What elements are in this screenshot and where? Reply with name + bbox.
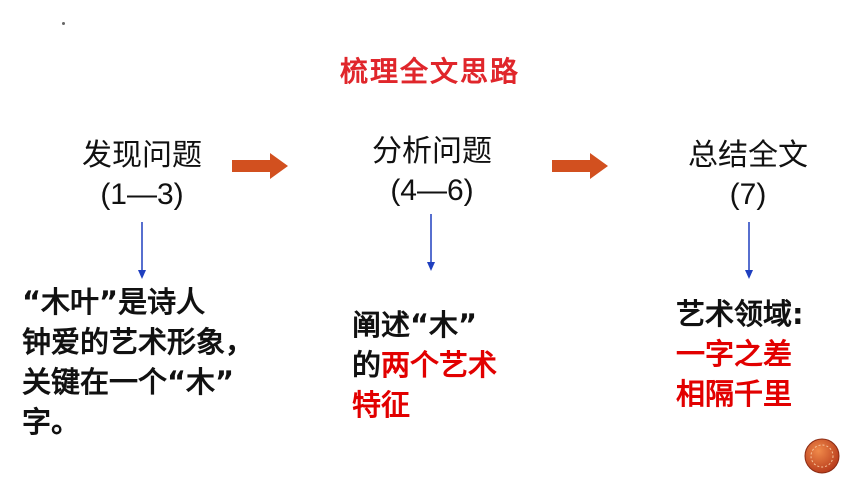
down-arrow-icon <box>745 222 753 279</box>
description-stage3: 艺术领域: 一字之差 相隔千里 <box>676 294 856 414</box>
stage-range: (7) <box>729 178 767 211</box>
desc-line: 钟爱的艺术形象， <box>22 325 255 359</box>
down-arrow-icon <box>427 214 435 271</box>
right-arrow-icon <box>232 153 288 179</box>
desc-line: “木叶”是诗人 <box>22 285 206 319</box>
decorative-dot <box>62 22 65 25</box>
highlight-text: 两个艺术 <box>381 348 498 382</box>
desc-line: 的两个艺术 <box>352 345 562 385</box>
right-arrow-icon <box>552 153 608 179</box>
page-title: 梳理全文思路 <box>339 55 520 88</box>
desc-text: 的 <box>352 348 382 382</box>
stage-find-problem: 发现问题 (1—3) <box>62 130 222 212</box>
desc-line: 阐述“木” <box>352 308 478 342</box>
stage-heading: 发现问题 <box>82 138 202 173</box>
highlight-text: 一字之差 <box>676 337 793 371</box>
highlight-text: 特征 <box>352 388 411 422</box>
stage-heading: 分析问题 <box>372 134 492 169</box>
description-stage1: “木叶”是诗人 钟爱的艺术形象， 关键在一个“木” 字。 <box>22 282 312 442</box>
stage-range: (4—6) <box>390 174 474 207</box>
desc-line: 关键在一个“木” <box>22 365 235 399</box>
desc-line: 艺术领域: <box>676 297 804 331</box>
stage-analyze-problem: 分析问题 (4—6) <box>352 126 512 208</box>
decorative-badge-icon <box>804 438 840 474</box>
description-stage2: 阐述“木” 的两个艺术 特征 <box>352 305 562 425</box>
down-arrow-icon <box>138 222 146 279</box>
highlight-text: 相隔千里 <box>676 377 793 411</box>
stage-summarize: 总结全文 (7) <box>668 130 828 212</box>
stage-heading: 总结全文 <box>688 138 808 173</box>
desc-line: 字。 <box>22 405 81 439</box>
stage-range: (1—3) <box>100 178 184 211</box>
